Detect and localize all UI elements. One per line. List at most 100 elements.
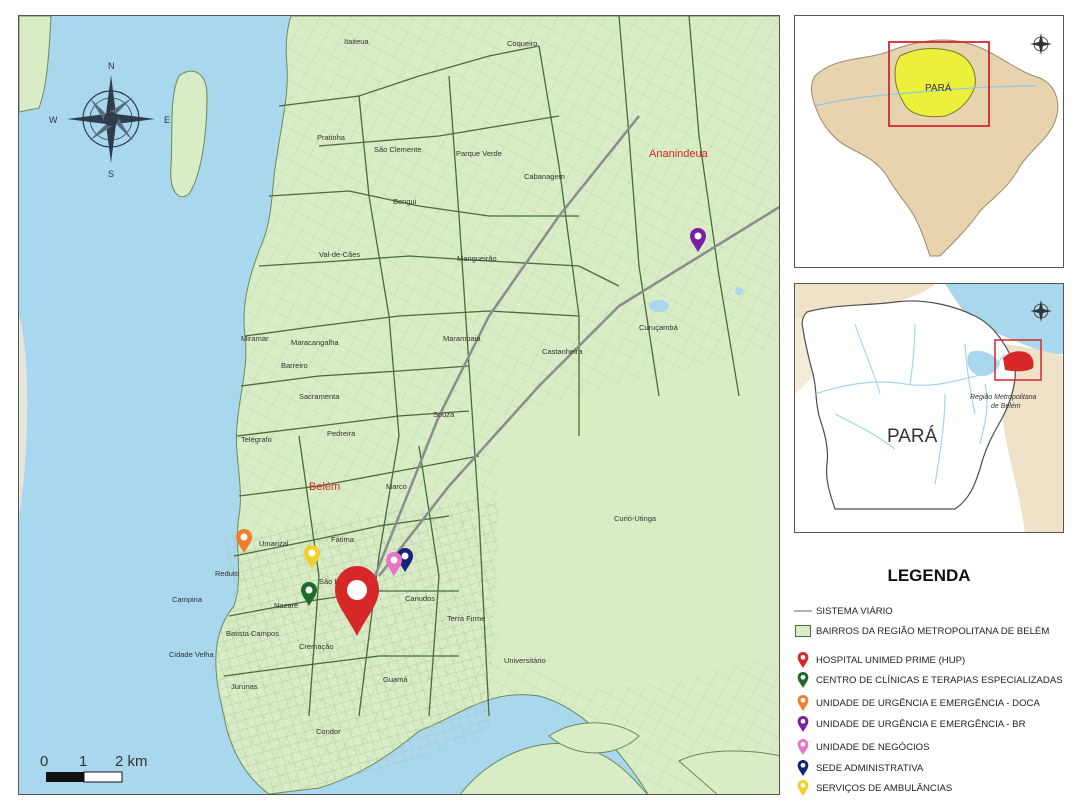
legend-item-label: UNIDADE DE URGÊNCIA E EMERGÊNCIA - BR — [816, 718, 1026, 730]
svg-text:S: S — [108, 169, 114, 179]
legend-title: LEGENDA — [887, 566, 971, 585]
nbh-label: Condor — [316, 727, 341, 736]
scale-bar: 0 1 2 km — [40, 753, 148, 783]
inset-brazil-highlight-box — [888, 41, 990, 127]
nbh-label: Souza — [433, 410, 455, 419]
pin-centro-clinicas[interactable] — [301, 582, 317, 606]
island-small — [170, 70, 208, 198]
map-pin-icon — [794, 780, 812, 796]
map-pin-icon — [794, 739, 812, 755]
legend-item-centro-clinicas: CENTRO DE CLÍNICAS E TERAPIAS ESPECIALIZ… — [794, 671, 1063, 689]
svg-text:2 km: 2 km — [115, 753, 148, 770]
pin-servicos-ambulancias[interactable] — [304, 545, 320, 569]
inset-para-rmb-label-2: de Belém — [991, 403, 1021, 410]
nbh-label: Cabanagem — [524, 172, 565, 181]
legend-item-urgencia-br: UNIDADE DE URGÊNCIA E EMERGÊNCIA - BR — [794, 715, 1026, 733]
para-shape — [801, 300, 1016, 510]
legend: LEGENDA SISTEMA VIÁRIO BAIRROS DA REGIÃO… — [794, 560, 1078, 800]
nbh-label: Miramar — [241, 334, 269, 343]
inset-para-rmb-label-1: Região Metropolitana — [970, 394, 1037, 401]
nbh-label: Cidade Velha — [169, 650, 214, 659]
legend-item-sede-administrativa: SEDE ADMINISTRATIVA — [794, 759, 923, 777]
map-pin-icon — [794, 716, 812, 732]
main-map[interactable]: Itaiteua Coqueiro Pratinha São Clemente … — [18, 15, 780, 795]
legend-item-label: HOSPITAL UNIMED PRIME (HUP) — [816, 654, 966, 666]
nbh-label: Nazaré — [274, 601, 298, 610]
nbh-label: Terra Firme — [447, 614, 485, 623]
nbh-label: Universitário — [504, 656, 546, 665]
svg-text:1: 1 — [79, 753, 87, 770]
nbh-label: Curió-Utinga — [614, 514, 657, 523]
road-line-icon — [794, 603, 812, 619]
nbh-label: Sacramenta — [299, 392, 340, 401]
compass-small-icon — [1030, 33, 1052, 55]
pin-urgencia-br[interactable] — [690, 228, 706, 252]
pin-hospital-unimed-prime[interactable] — [335, 566, 379, 636]
inset-brazil-para-label: PARÁ — [925, 81, 952, 94]
map-pin-icon — [794, 672, 812, 688]
pin-unidade-negocios[interactable] — [386, 552, 402, 576]
nbh-label: Canudos — [405, 594, 435, 603]
nbh-label: Fátima — [331, 535, 355, 544]
nbh-label: Val-de-Cães — [319, 250, 360, 259]
inset-para-highlight-box — [994, 339, 1042, 381]
nbh-label: Mangueirão — [457, 254, 497, 263]
main-map-svg: Itaiteua Coqueiro Pratinha São Clemente … — [19, 16, 779, 794]
nbh-label: Pratinha — [317, 133, 346, 142]
nbh-label: Coqueiro — [507, 39, 537, 48]
nbh-label: Guamá — [383, 675, 408, 684]
legend-item-sistema-viario: SISTEMA VIÁRIO — [794, 602, 893, 620]
map-pin-icon — [794, 652, 812, 668]
svg-text:E: E — [164, 115, 170, 125]
map-pin-icon — [794, 695, 812, 711]
city-label-belem: Belém — [309, 481, 340, 493]
city-label-ananindeua: Ananindeua — [649, 148, 709, 160]
legend-item-urgencia-doca: UNIDADE DE URGÊNCIA E EMERGÊNCIA - DOCA — [794, 694, 1040, 712]
nbh-label: Cremação — [299, 642, 334, 651]
pin-sede-administrativa[interactable] — [397, 548, 413, 572]
svg-text:0: 0 — [40, 753, 48, 770]
svg-text:W: W — [49, 115, 58, 125]
compass-small-icon — [1030, 300, 1052, 322]
nbh-label: Umarizal — [259, 539, 289, 548]
nbh-label: Campina — [172, 595, 203, 604]
nbh-label: Pedreira — [327, 429, 356, 438]
nbh-label: Maracangalha — [291, 338, 339, 347]
brazil-shape — [810, 39, 1059, 257]
nbh-label: Castanheira — [542, 347, 583, 356]
legend-item-label: CENTRO DE CLÍNICAS E TERAPIAS ESPECIALIZ… — [816, 674, 1063, 686]
legend-item-unidade-negocios: UNIDADE DE NEGÓCIOS — [794, 738, 930, 756]
inset-brazil-svg: PARÁ — [795, 16, 1063, 267]
nbh-label: São Clemente — [374, 145, 422, 154]
nbh-label: Itaiteua — [344, 37, 369, 46]
neighborhood-boundaries — [223, 16, 740, 717]
nbh-label: Bengui — [393, 197, 417, 206]
nbh-label: Marambaia — [443, 334, 481, 343]
inset-brazil-map[interactable]: PARÁ — [794, 15, 1064, 268]
inset-para-map[interactable]: PARÁ Região Metropolitana de Belém — [794, 283, 1064, 533]
legend-item-label: BAIRROS DA REGIÃO METROPOLITANA DE BELÉM — [816, 625, 1050, 637]
map-pin-icon — [794, 760, 812, 776]
nbh-label: Jurunas — [231, 682, 258, 691]
pin-urgencia-doca[interactable] — [236, 529, 252, 553]
legend-item-label: UNIDADE DE URGÊNCIA E EMERGÊNCIA - DOCA — [816, 697, 1040, 709]
nbh-label: Reduto — [215, 569, 239, 578]
island-left — [19, 16, 52, 113]
nbh-label: Telégrafo — [241, 435, 272, 444]
inset-para-svg: PARÁ Região Metropolitana de Belém — [795, 284, 1063, 532]
legend-item-label: SEDE ADMINISTRATIVA — [816, 762, 924, 774]
rmb-shape — [1003, 351, 1034, 372]
legend-item-label: UNIDADE DE NEGÓCIOS — [816, 741, 930, 753]
neighborhood-labels: Itaiteua Coqueiro Pratinha São Clemente … — [169, 37, 679, 736]
legend-item-label: SISTEMA VIÁRIO — [816, 605, 893, 617]
legend-item-servicos-ambulancias: SERVIÇOS DE AMBULÂNCIAS — [794, 779, 952, 797]
nbh-label: Marco — [386, 482, 407, 491]
compass-rose-icon: N S E W — [49, 61, 170, 179]
neighborhood-box-icon — [794, 623, 812, 639]
legend-item-bairros: BAIRROS DA REGIÃO METROPOLITANA DE BELÉM — [794, 622, 1049, 640]
nbh-label: Parque Verde — [456, 149, 502, 158]
inset-para-label: PARÁ — [887, 426, 938, 447]
nbh-label: Batista Campos — [226, 629, 279, 638]
nbh-label: Curuçambá — [639, 323, 679, 332]
nbh-label: São Brás — [319, 577, 350, 586]
